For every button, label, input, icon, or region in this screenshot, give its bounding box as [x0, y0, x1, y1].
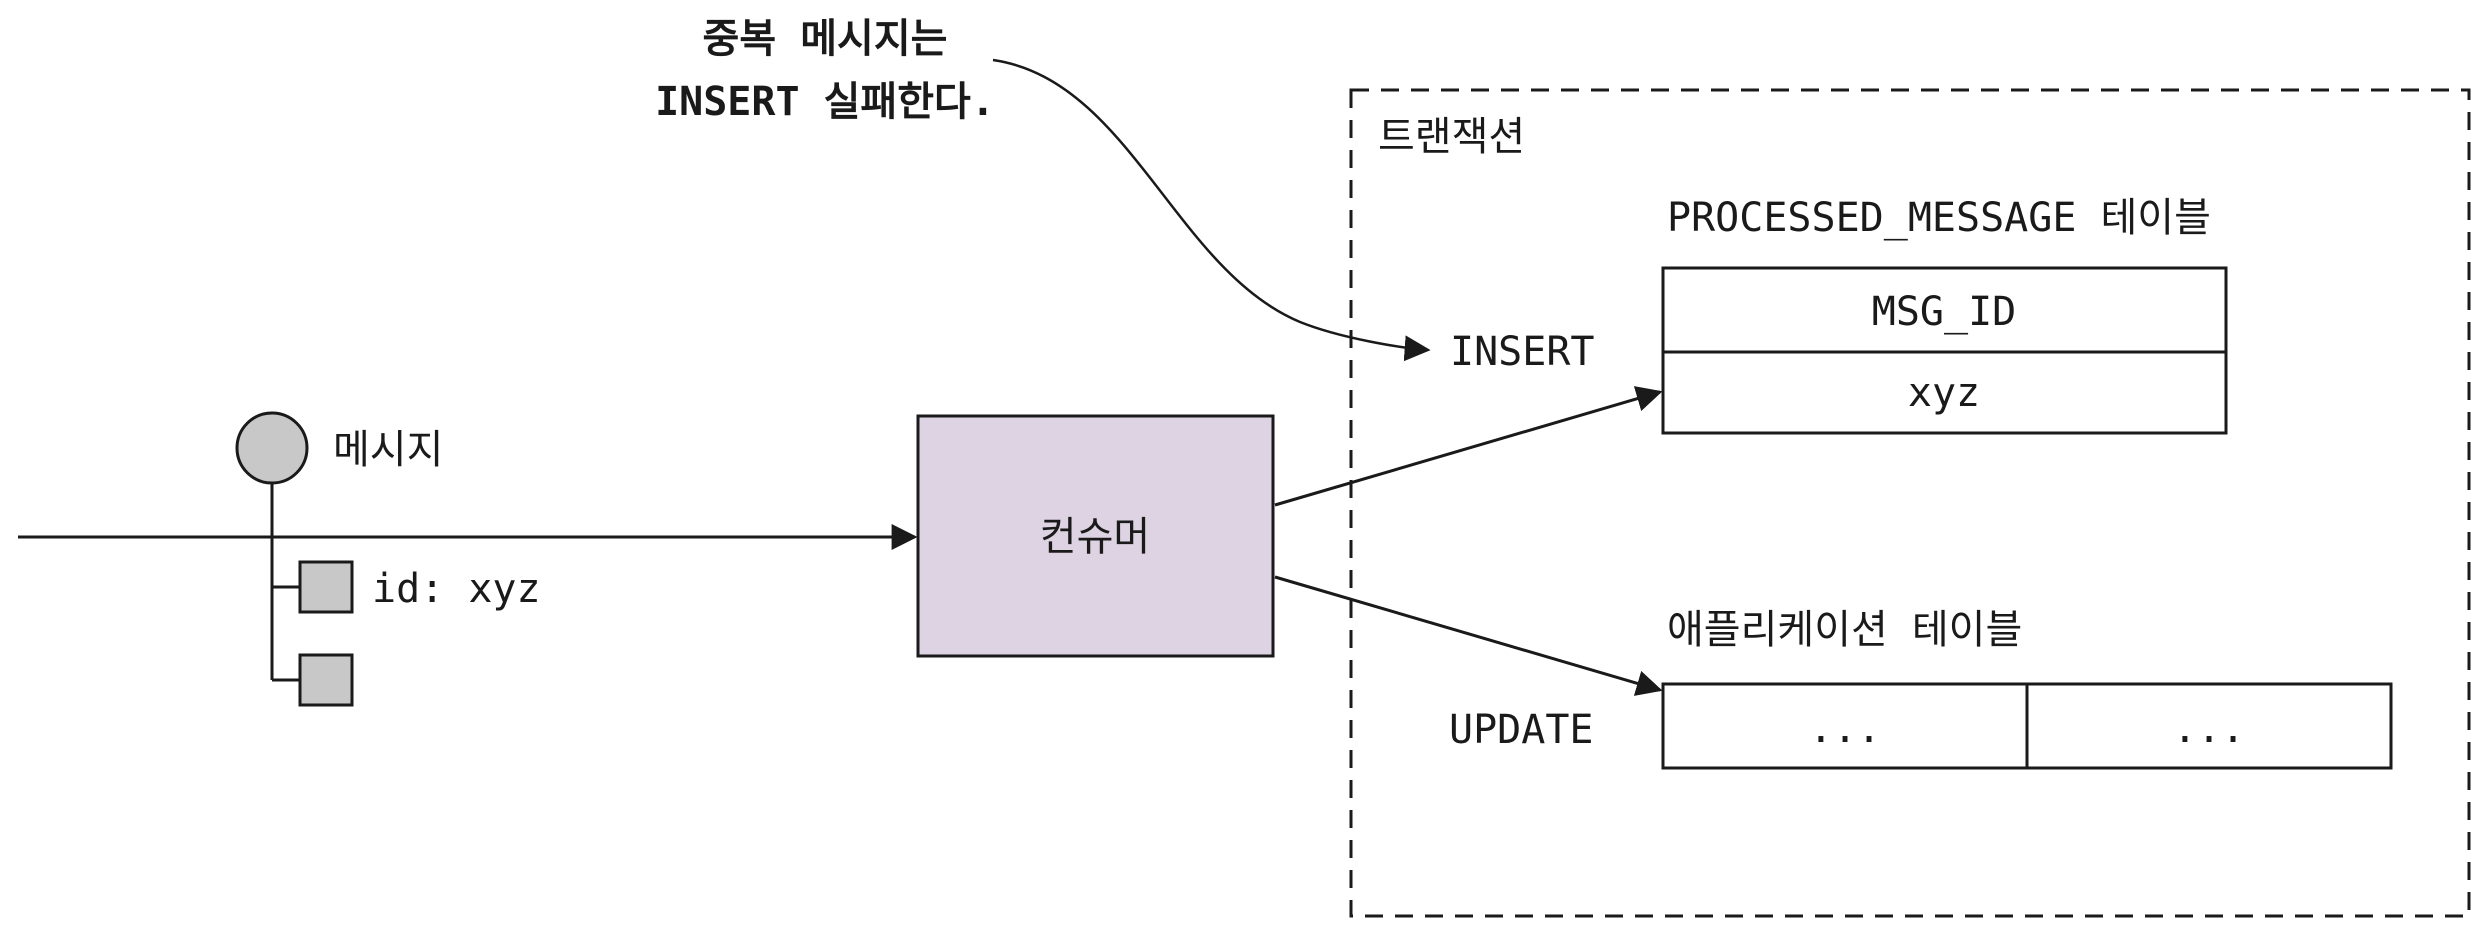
insert-arrow: [1274, 386, 1663, 507]
processed-table-title: PROCESSED_MESSAGE 테이블: [1667, 195, 2211, 241]
consumer-label: 컨슈머: [1040, 514, 1150, 560]
annotation-line2: INSERT 실패한다.: [655, 79, 995, 125]
annotation-arrow: [992, 58, 1431, 362]
app-table-cell: ...: [1809, 706, 1881, 752]
message-id-label: id: xyz: [372, 566, 541, 612]
app-table-cell: ...: [2173, 706, 2245, 752]
update-arrow: [1274, 575, 1663, 696]
message-field-id-icon: [298, 560, 354, 614]
processed-table-value: xyz: [1908, 370, 1980, 416]
update-label: UPDATE: [1449, 707, 1594, 753]
app-table-title: 애플리케이션 테이블: [1667, 607, 2022, 653]
consumer-box: [916, 414, 1275, 658]
message-circle-icon: [235, 411, 309, 485]
message-field-2-icon: [298, 653, 354, 707]
insert-label: INSERT: [1450, 329, 1595, 375]
transaction-label: 트랜잭션: [1378, 114, 1525, 160]
processed-table-header: MSG_ID: [1872, 289, 2017, 335]
transaction-boundary: [1349, 88, 2471, 918]
message-label: 메시지: [333, 427, 443, 473]
annotation-line1: 중복 메시지는: [703, 16, 948, 62]
